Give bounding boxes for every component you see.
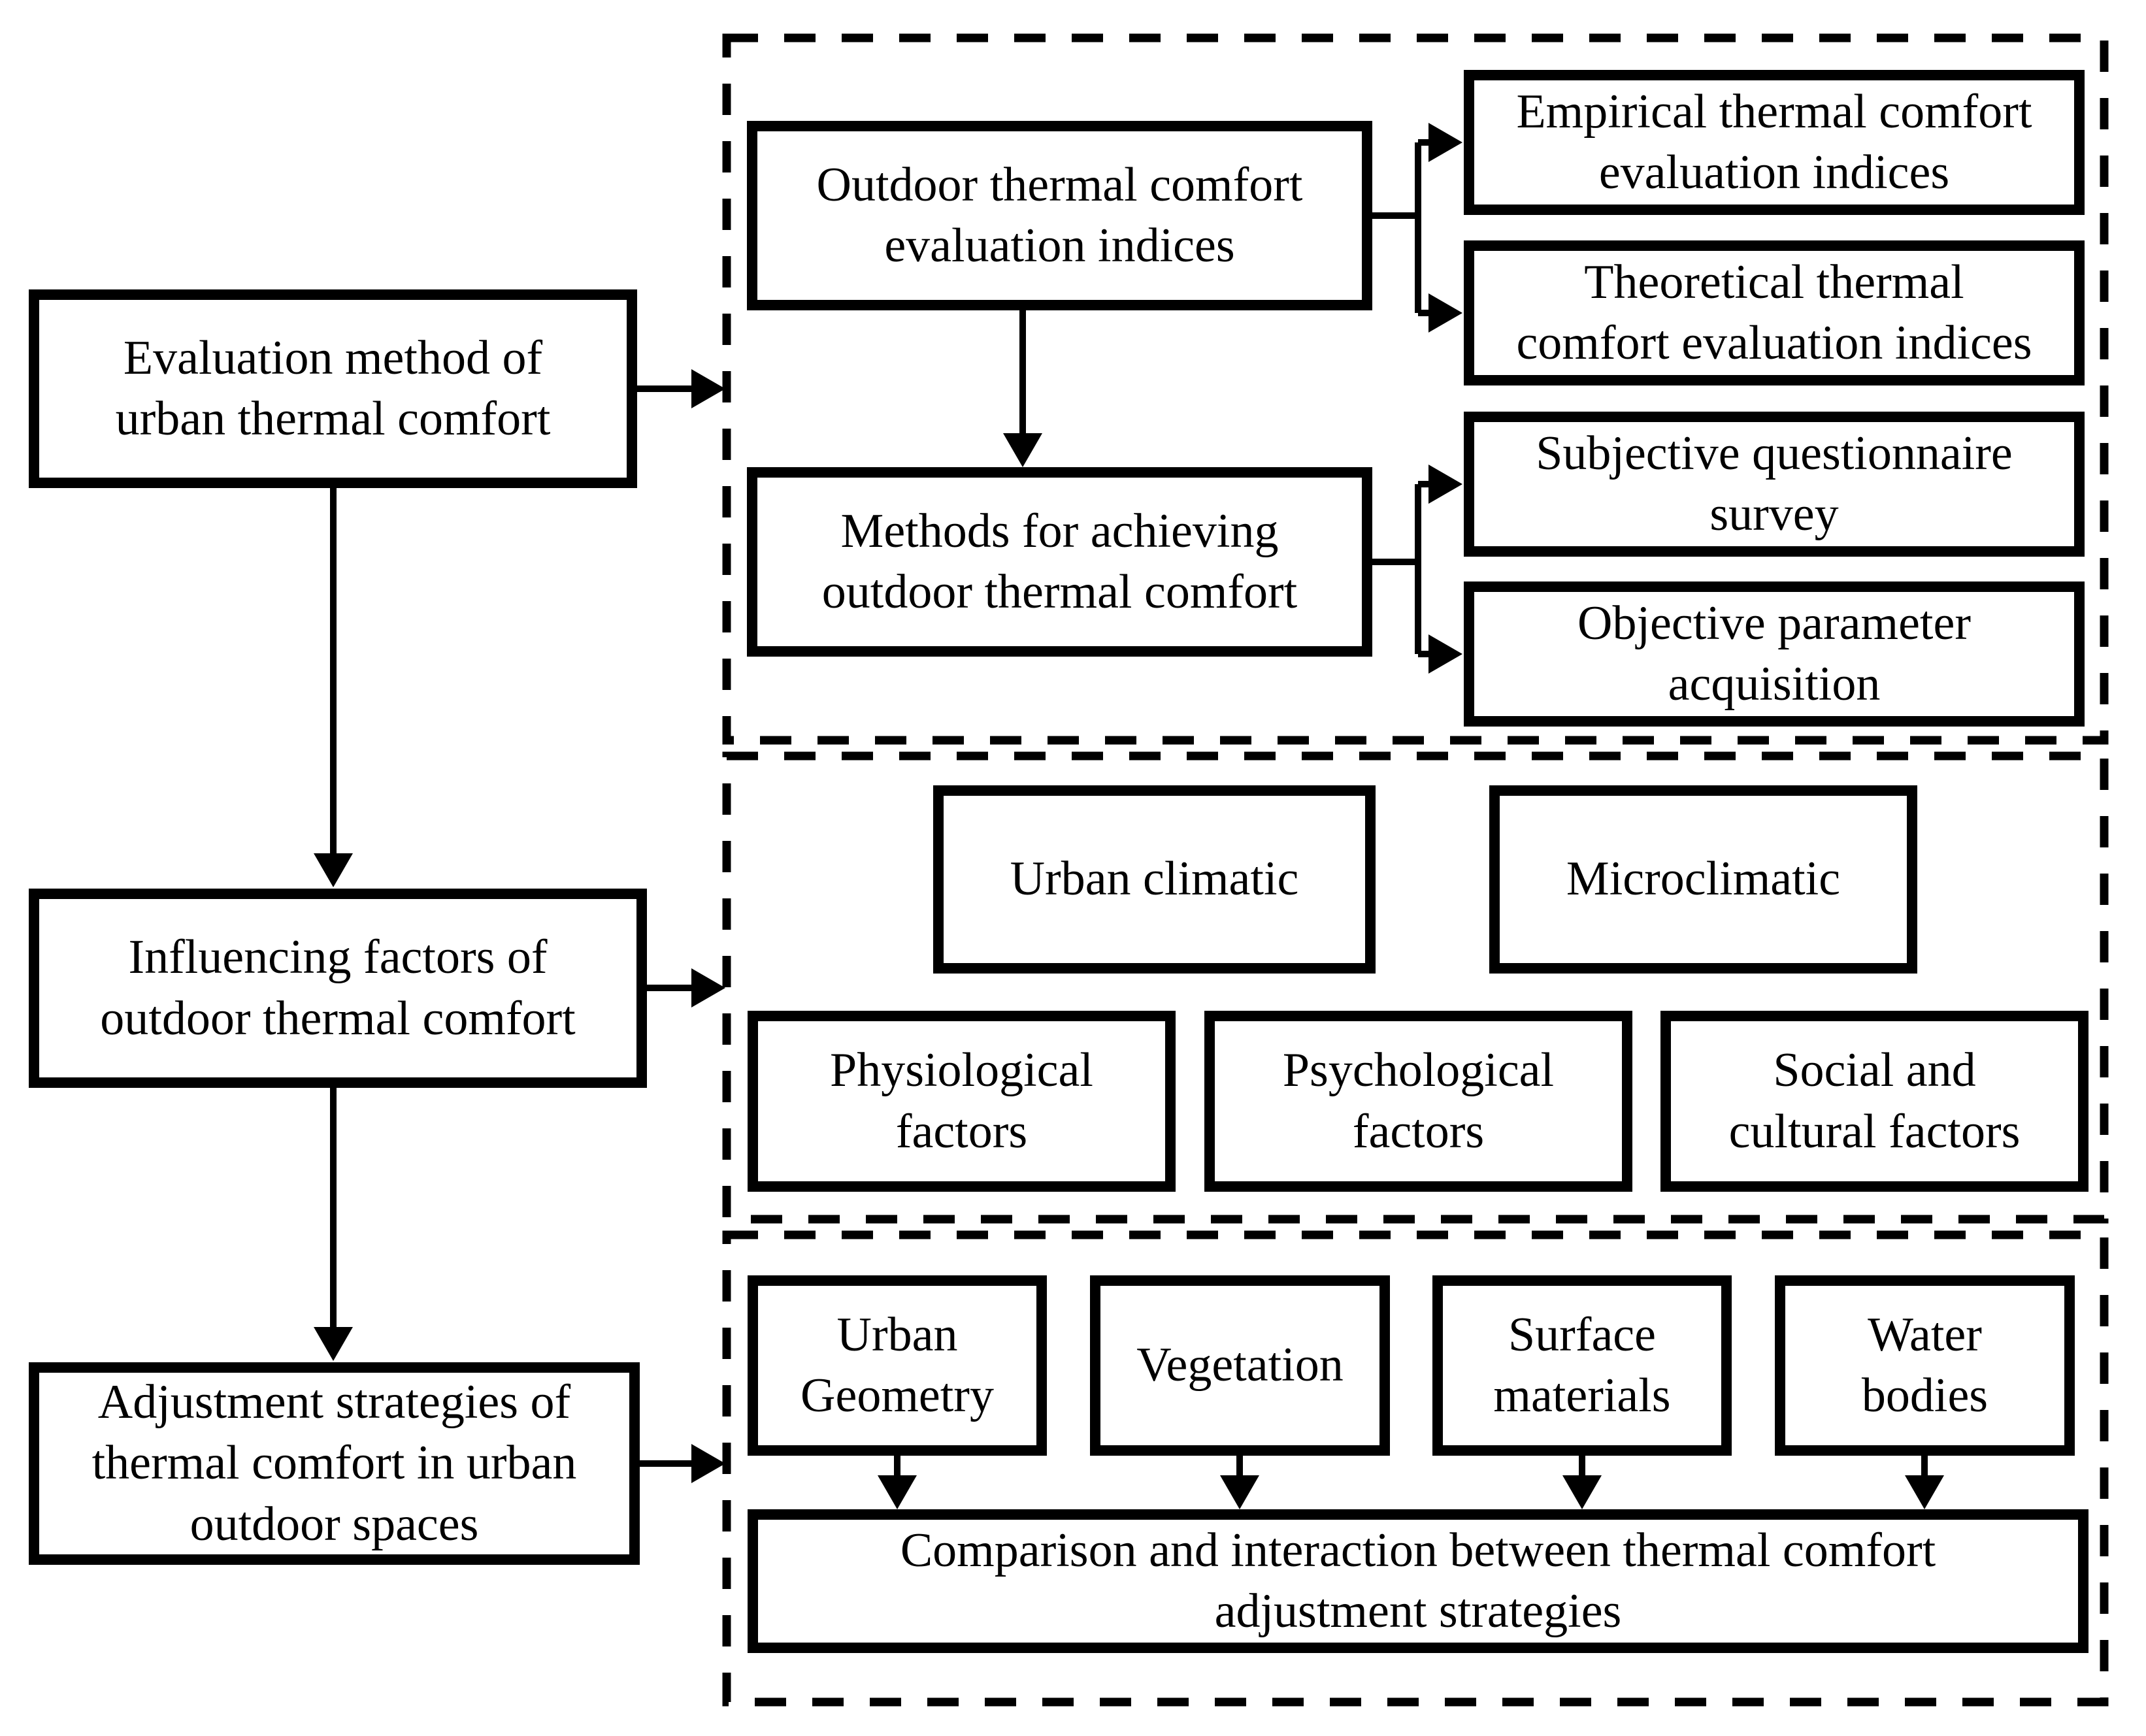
box-outdoor-indices: Outdoor thermal comfort evaluation indic… xyxy=(747,121,1372,310)
box-physiological-factors: Physiological factors xyxy=(748,1011,1176,1192)
strategies-section-border xyxy=(722,1230,2109,1707)
box-vegetation: Vegetation xyxy=(1090,1275,1390,1456)
arrow-indices-to-methods xyxy=(1003,310,1042,467)
box-label-line: Psychological xyxy=(1282,1043,1555,1098)
box-label-line: Surface xyxy=(1508,1307,1656,1362)
arrow-influencing-to-adjustment xyxy=(314,1088,353,1361)
arrow-evaluation-to-influencing xyxy=(314,488,353,887)
box-label-line: Influencing factors of xyxy=(128,930,548,985)
box-adjustment-strategies: Adjustment strategies of thermal comfort… xyxy=(29,1362,640,1565)
box-label-line: Geometry xyxy=(801,1369,994,1422)
box-label-line: evaluation indices xyxy=(1598,146,1950,199)
box-objective-acquisition: Objective parameter acquisition xyxy=(1464,581,2085,727)
arrow-evaluation-to-section xyxy=(637,369,725,408)
box-surface-materials: Surface materials xyxy=(1432,1275,1732,1456)
box-methods-achieving: Methods for achieving outdoor thermal co… xyxy=(747,467,1372,657)
box-label-line: Social and xyxy=(1773,1043,1976,1098)
box-label-line: materials xyxy=(1493,1369,1671,1422)
box-urban-climatic: Urban climatic xyxy=(933,785,1376,974)
box-psychological-factors: Psychological factors xyxy=(1204,1011,1632,1192)
box-label-line: bodies xyxy=(1861,1369,1989,1422)
box-influencing-factors: Influencing factors of outdoor thermal c… xyxy=(29,889,647,1088)
box-label-line: Urban xyxy=(836,1307,958,1362)
box-label-line: Objective parameter xyxy=(1577,596,1971,650)
box-label-line: Methods for achieving xyxy=(840,504,1279,558)
box-label-line: Adjustment strategies of xyxy=(97,1375,571,1430)
box-water-bodies: Water bodies xyxy=(1775,1275,2075,1456)
box-label-line: Comparison and interaction between therm… xyxy=(900,1523,1936,1577)
box-label-line: Urban climatic xyxy=(1010,852,1299,906)
box-label-line: evaluation indices xyxy=(884,219,1235,272)
box-label-line: factors xyxy=(1352,1104,1485,1158)
box-theoretical-indices: Theoretical thermal comfort evaluation i… xyxy=(1464,240,2085,385)
box-label-line: Subjective questionnaire xyxy=(1536,426,2013,480)
box-label-line: Water xyxy=(1868,1307,1982,1362)
box-label-line: comfort evaluation indices xyxy=(1516,316,2032,370)
box-comparison-interaction: Comparison and interaction between therm… xyxy=(748,1509,2088,1653)
box-label-line: Theoretical thermal xyxy=(1584,255,1964,309)
box-subjective-survey: Subjective questionnaire survey xyxy=(1464,412,2085,557)
box-label-line: Physiological xyxy=(830,1043,1093,1098)
box-label-line: Outdoor thermal comfort xyxy=(816,157,1303,212)
box-label-line: cultural factors xyxy=(1728,1104,2021,1158)
box-empirical-indices: Empirical thermal comfort evaluation ind… xyxy=(1464,70,2085,215)
box-label-line: acquisition xyxy=(1668,657,1881,711)
box-label-line: outdoor thermal comfort xyxy=(100,991,576,1045)
arrow-materials-to-comparison xyxy=(1562,1456,1602,1509)
arrow-geometry-to-comparison xyxy=(878,1456,917,1509)
bracket-methods xyxy=(1372,465,1462,674)
box-label-line: factors xyxy=(895,1104,1028,1158)
box-urban-geometry: Urban Geometry xyxy=(748,1275,1047,1456)
arrow-vegetation-to-comparison xyxy=(1220,1456,1259,1509)
evaluation-section-border xyxy=(722,33,2109,745)
box-label-line: thermal comfort in urban xyxy=(91,1436,577,1490)
box-label-line: outdoor spaces xyxy=(190,1497,479,1551)
bracket-indices xyxy=(1372,123,1462,333)
box-evaluation-method: Evaluation method of urban thermal comfo… xyxy=(29,289,637,488)
box-label-line: Evaluation method of xyxy=(123,331,543,385)
box-social-cultural-factors: Social and cultural factors xyxy=(1660,1011,2088,1192)
box-label-line: outdoor thermal comfort xyxy=(821,565,1298,619)
box-label-line: Microclimatic xyxy=(1566,852,1841,906)
box-microclimatic: Microclimatic xyxy=(1489,785,1917,974)
arrow-influencing-to-section xyxy=(647,968,725,1007)
box-label-line: urban thermal comfort xyxy=(115,392,551,446)
box-label-line: survey xyxy=(1709,487,1839,541)
box-label-line: adjustment strategies xyxy=(1214,1584,1622,1638)
box-label-line: Vegetation xyxy=(1136,1338,1344,1392)
box-label-line: Empirical thermal comfort xyxy=(1516,84,2032,139)
arrow-water-to-comparison xyxy=(1905,1456,1944,1509)
arrow-adjustment-to-section xyxy=(640,1444,725,1483)
